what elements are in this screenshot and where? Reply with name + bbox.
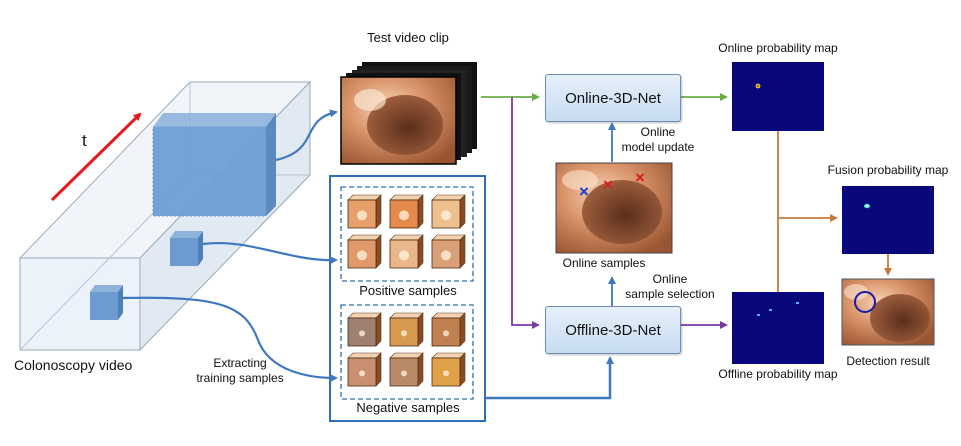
online-samples-label: Online samples <box>562 256 646 270</box>
detection-circle <box>854 291 876 313</box>
colonoscopy-video-label: Colonoscopy video <box>14 357 133 373</box>
offline-map-label: Offline probability map <box>718 367 838 381</box>
negative-sample-cube-thumb <box>389 312 424 347</box>
blue-marker: × <box>579 182 589 201</box>
positive-sample-cube-thumb <box>389 194 424 229</box>
test-video-clip-stack <box>340 62 477 165</box>
detection-result-label: Detection result <box>846 354 930 368</box>
negative-sample-thumbnails <box>347 312 466 387</box>
red-marker: × <box>635 168 645 187</box>
arrow-volume-to-clip <box>275 109 338 162</box>
negative-sample-cube-thumb <box>389 352 424 387</box>
positive-samples-label: Positive samples <box>359 283 457 298</box>
model-update-label-2: model update <box>621 140 695 154</box>
negative-sample-cube-thumb <box>347 352 382 387</box>
extracting-label: Extracting <box>213 356 267 370</box>
positive-samples-group <box>340 186 474 282</box>
time-label: t <box>82 131 87 150</box>
positive-sample-cube-thumb <box>431 194 466 229</box>
fusion-probability-map <box>842 186 934 254</box>
positive-sample-cube-thumb <box>347 234 382 269</box>
sample-selection-label-1: Online <box>652 272 688 286</box>
red-marker: × <box>603 175 613 194</box>
negative-samples-label: Negative samples <box>356 400 460 415</box>
positive-sample-cube-thumb <box>389 234 424 269</box>
test-video-clip-label: Test video clip <box>367 30 449 45</box>
arrow-training-to-offline-net <box>485 356 614 400</box>
negative-sample-cube-thumb <box>347 312 382 347</box>
training-samples-label: training samples <box>196 371 284 385</box>
positive-sample-cube <box>170 231 203 266</box>
online-probability-map <box>732 62 824 131</box>
arrow-clip-to-offline-net <box>511 97 540 329</box>
arrow-positive-extraction <box>202 241 338 265</box>
model-update-label-1: Online <box>640 125 676 139</box>
negative-samples-group <box>340 304 474 400</box>
arrow-negative-extraction <box>122 296 338 382</box>
negative-sample-cube-thumb <box>431 352 466 387</box>
time-arrow <box>50 112 142 202</box>
online-map-label: Online probability map <box>718 41 838 55</box>
online-samples-image <box>555 162 673 254</box>
online-3d-net: Online-3D-Net <box>545 74 681 122</box>
positive-sample-cube-thumb <box>347 194 382 229</box>
positive-sample-thumbnails <box>347 194 466 269</box>
test-clip-volume <box>152 113 276 217</box>
detection-result-image <box>841 278 935 346</box>
offline-3d-net: Offline-3D-Net <box>545 306 681 354</box>
sample-selection-label-2: sample selection <box>625 287 715 301</box>
offline-probability-map <box>732 292 824 364</box>
negative-sample-cube <box>90 285 123 320</box>
negative-sample-cube-thumb <box>431 312 466 347</box>
fusion-map-label: Fusion probability map <box>827 163 949 177</box>
positive-sample-cube-thumb <box>431 234 466 269</box>
